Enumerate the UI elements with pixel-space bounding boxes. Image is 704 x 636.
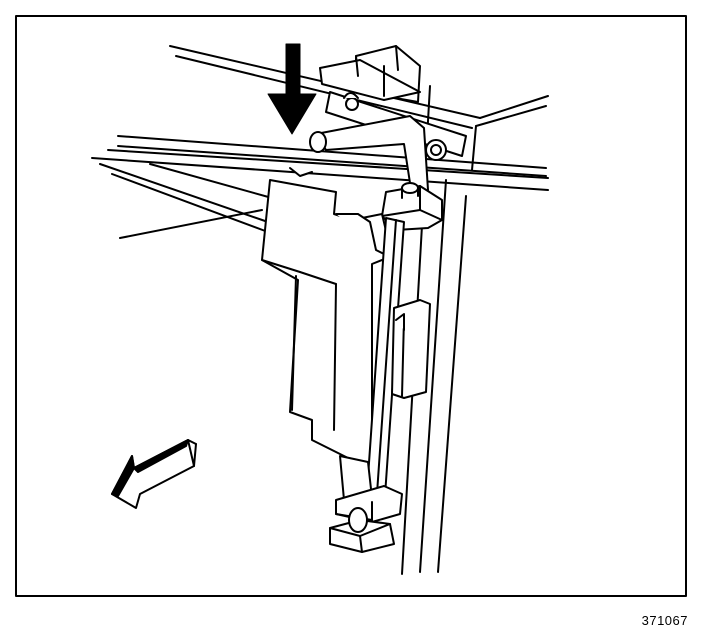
lever-arm xyxy=(309,115,429,197)
lower-panel-lines xyxy=(99,163,273,239)
linkage-rods xyxy=(91,135,549,191)
lower-mount xyxy=(329,455,403,553)
actuator-housing xyxy=(261,167,393,471)
latch-block xyxy=(381,182,443,231)
direction-arrow-icon xyxy=(111,439,197,509)
down-arrow-icon xyxy=(267,43,317,135)
upper-bracket xyxy=(319,45,421,103)
figure-id: 371067 xyxy=(641,613,688,628)
rod-clip xyxy=(391,299,431,399)
